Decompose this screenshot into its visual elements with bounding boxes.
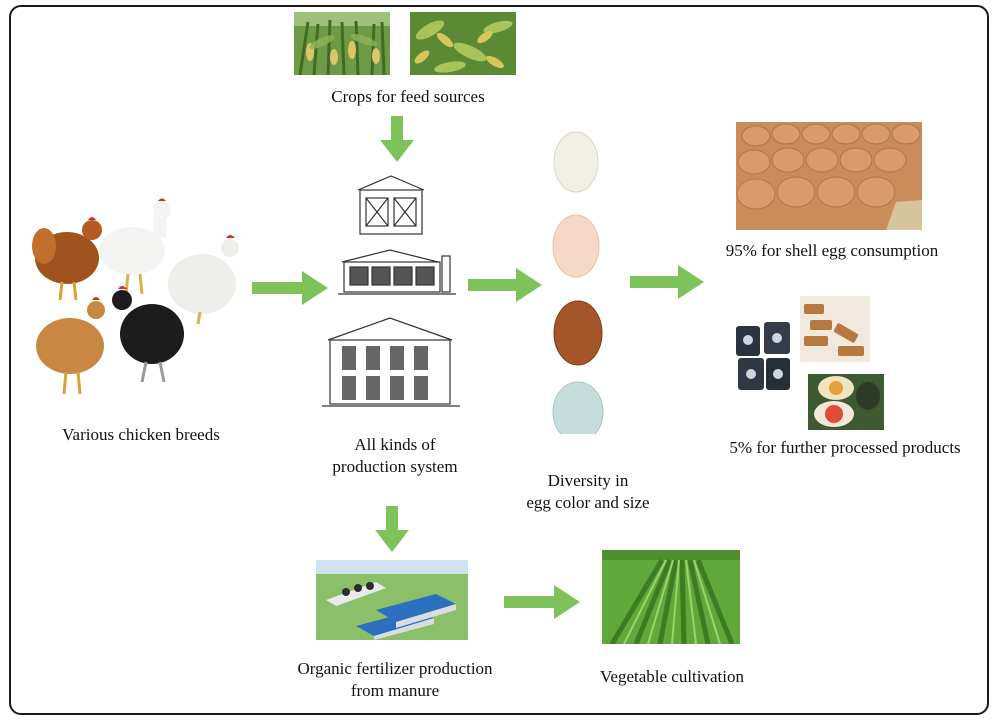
arrow-right-icon xyxy=(252,271,328,305)
vegetable-label: Vegetable cultivation xyxy=(600,667,744,686)
diagram-frame xyxy=(9,5,989,715)
fertilizer-label-line2: from manure xyxy=(350,681,440,700)
production-label-line2: production system xyxy=(332,457,458,476)
production-label-line1: All kinds of xyxy=(354,435,436,454)
diversity-label-line1: Diversity in xyxy=(547,471,629,490)
egg-cake-image xyxy=(800,296,870,362)
egg-colors-image xyxy=(548,128,610,434)
egg-tray-image xyxy=(736,122,922,230)
chicken-breeds-image xyxy=(22,196,248,402)
shell-egg-label: 95% for shell egg consumption xyxy=(725,241,939,260)
arrow-down-icon xyxy=(375,506,409,552)
breeds-label: Various chicken breeds xyxy=(62,425,220,444)
vegetable-field-image xyxy=(602,550,740,644)
diversity-label-line2: egg color and size xyxy=(526,493,650,512)
corn-field-image xyxy=(294,12,390,75)
soybean-plant-image xyxy=(410,12,516,75)
processed-egg-packages-image xyxy=(734,320,794,394)
fertilizer-label-line1: Organic fertilizer production xyxy=(297,659,493,678)
arrow-right-icon xyxy=(630,265,704,299)
production-system-drawings xyxy=(318,170,464,412)
salted-egg-image xyxy=(808,374,884,430)
crops-label: Crops for feed sources xyxy=(331,87,485,106)
fertilizer-factory-image xyxy=(316,560,468,640)
arrow-down-icon xyxy=(380,116,414,162)
arrow-right-icon xyxy=(468,268,542,302)
processed-label: 5% for further processed products xyxy=(729,438,961,457)
arrow-right-icon xyxy=(504,585,580,619)
